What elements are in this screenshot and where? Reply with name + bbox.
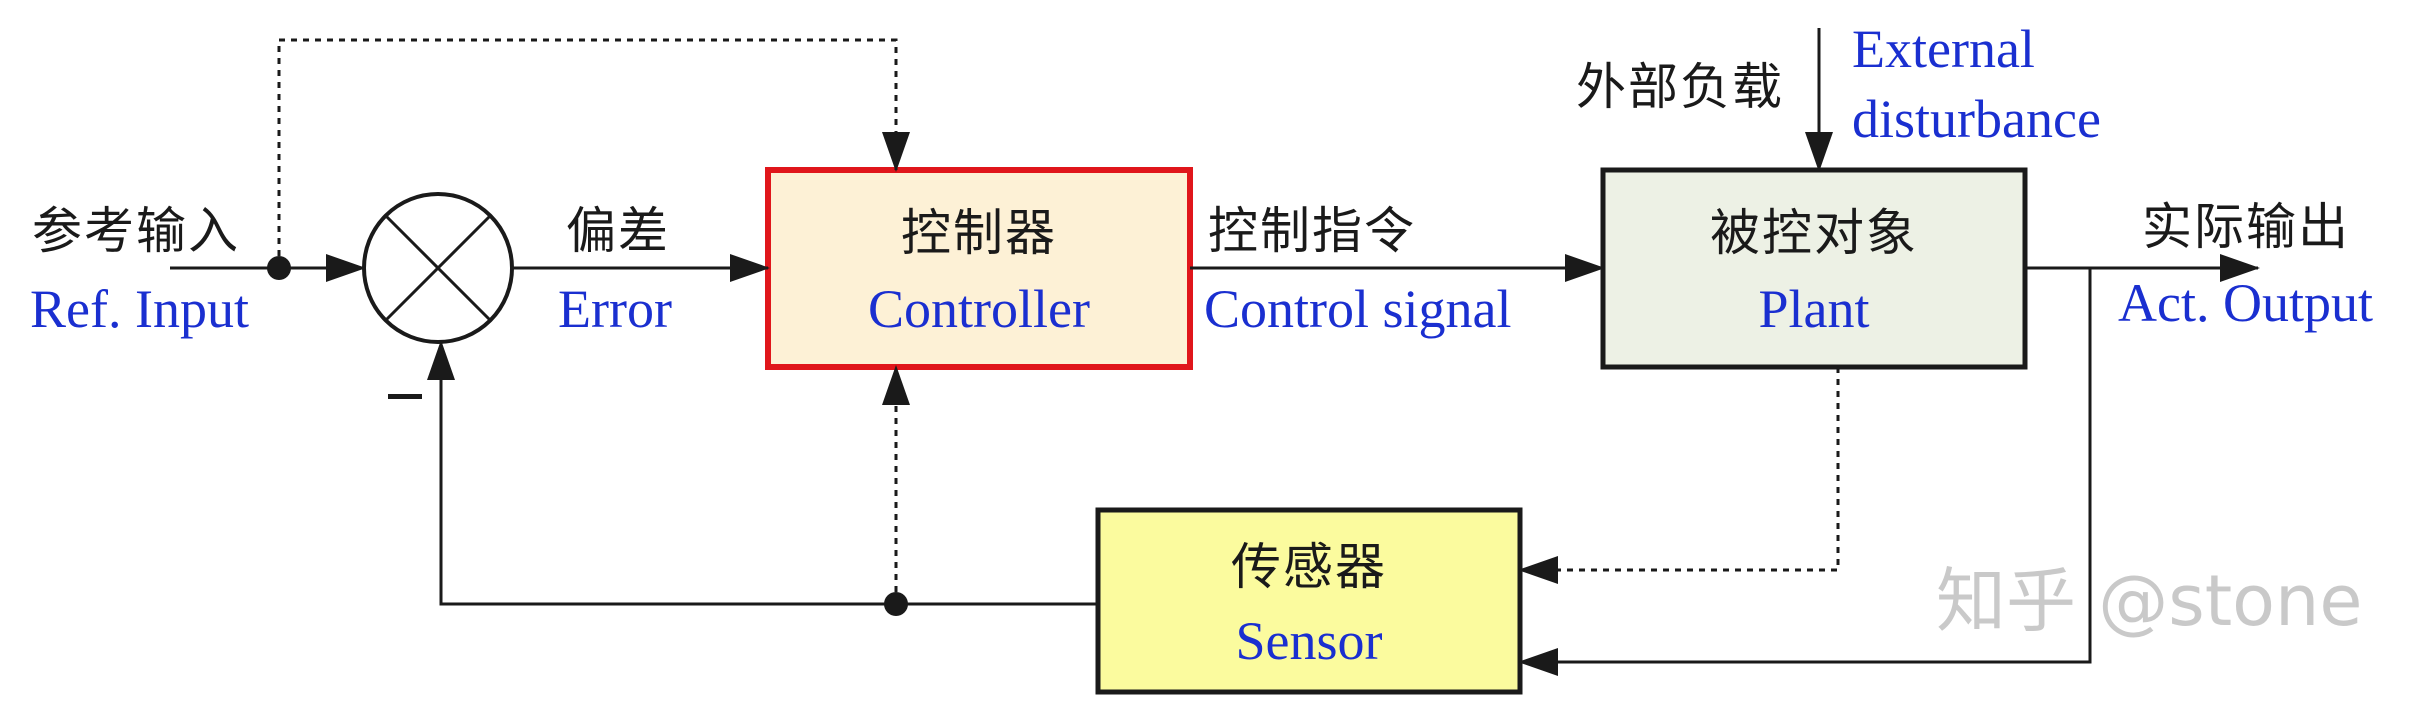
- plant-block: [1600, 167, 2028, 370]
- control-signal-cn-label: 控制指令: [1208, 202, 1416, 260]
- feedforward-dotted-line: [277, 38, 910, 268]
- sensor-en-label: Sensor: [1235, 611, 1383, 671]
- act-output-en-label: Act. Output: [2118, 273, 2373, 333]
- control-signal-en-label: Control signal: [1204, 279, 1512, 339]
- summing-junction: [362, 192, 514, 344]
- act-output-cn-label: 实际输出: [2142, 198, 2350, 256]
- sensor-block: [1095, 507, 1523, 695]
- plant-en-label: Plant: [1758, 279, 1870, 339]
- sensor-cn-label: 传感器: [1231, 538, 1387, 596]
- minus-sign: [388, 394, 422, 399]
- disturbance-cn-label: 外部负载: [1576, 58, 1784, 116]
- controller-block: [765, 167, 1193, 370]
- ref-input-cn-label: 参考输入: [32, 202, 240, 260]
- feedback-line: [427, 340, 1098, 606]
- disturbance-en-label-line1: External: [1852, 19, 2035, 79]
- plant-cn-label: 被控对象: [1710, 204, 1918, 262]
- error-cn-label: 偏差: [566, 202, 670, 260]
- controller-cn-label: 控制器: [901, 204, 1057, 262]
- error-en-label: Error: [558, 279, 672, 339]
- watermark: 知乎 @stone: [1936, 560, 2363, 642]
- controller-en-label: Controller: [868, 279, 1090, 339]
- plant-to-sensor-dotted: [1518, 367, 1840, 584]
- disturbance-en-label-line2: disturbance: [1852, 89, 2101, 149]
- ref-branch-dot: [267, 256, 291, 280]
- ref-input-en-label: Ref. Input: [30, 279, 249, 339]
- output-to-sensor-line: [1518, 268, 2092, 676]
